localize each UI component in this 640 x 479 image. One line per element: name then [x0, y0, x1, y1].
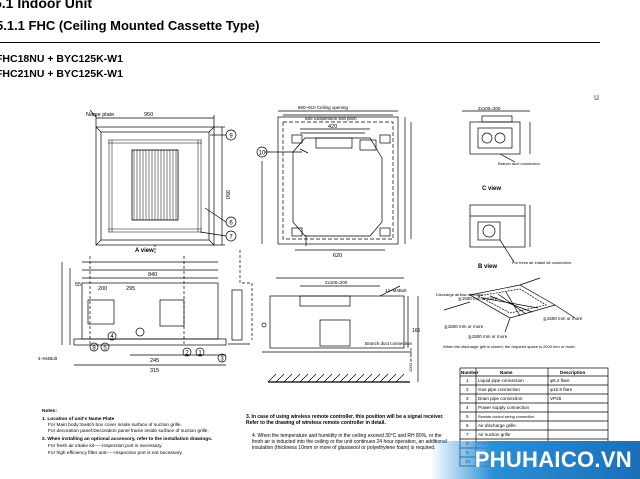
label-a-view: A view — [135, 248, 154, 254]
brand-text: PHUHAICO.VN — [474, 447, 632, 472]
dim-165: 165 — [412, 328, 421, 334]
brand-banner: PHUHAICO.VN — [430, 441, 640, 479]
model-line-1: FHC18NU + BYC125K-W1 — [0, 53, 123, 65]
dim-840: 840 — [148, 272, 157, 278]
table-row-3-num: 3 — [466, 396, 469, 401]
table-row-2-num: 2 — [466, 387, 469, 392]
table-header-name: Name — [500, 370, 513, 375]
note-3: 3. In case of using wireless remote cont… — [246, 414, 444, 426]
table-row-3-desc: VP25 — [550, 396, 562, 401]
label-c-view: C view — [482, 186, 501, 192]
callout-2: 2 — [185, 351, 189, 357]
dim-420-top: 420 — [328, 124, 337, 130]
label-b-view: B view — [478, 264, 497, 270]
callout-5: 5 — [103, 346, 107, 352]
callout-4: 4 — [110, 334, 114, 340]
note-4: 4. When the temperature and humidity in … — [252, 433, 447, 451]
callout-3: 3 — [220, 357, 224, 363]
label-space-1500-d: ≧1500 mm or more — [468, 334, 508, 339]
subsection-title: 5.1.1 FHC (Ceiling Mounted Cassette Type… — [0, 18, 260, 33]
note-1: 1. Location of unit's Name Plate — [42, 416, 115, 422]
label-branch-duct: Branch duct connection — [498, 161, 540, 166]
table-header-number: Number — [461, 370, 479, 375]
callout-10: 10 — [259, 151, 266, 157]
label-discharge-note: When the discharge grill is closed, the … — [443, 344, 576, 349]
note-2b: For high efficiency filter unit-----Insp… — [48, 450, 183, 456]
dim-front-height: 950 — [224, 190, 230, 199]
page-edge-mark: u — [594, 92, 600, 102]
table-row-7-num: 7 — [466, 432, 469, 437]
label-space-1500-c: ≧1500 mm or more — [444, 324, 484, 329]
table-row-2-name: Gas pipe connection — [478, 387, 520, 392]
table-row-7-name: Air suction grille — [478, 432, 511, 437]
dim-c-pitch: 2x100=200 — [478, 106, 501, 111]
dim-12-m4-bolt: 12~M4Bolt — [385, 288, 407, 293]
dim-top-width: 950 — [144, 112, 153, 118]
table-row-3-name: Drain pipe connection — [478, 396, 523, 401]
table-row-2-desc: φ15.9 flare — [550, 387, 573, 392]
note-1b: For decoration panel:Decoration panel fr… — [48, 428, 209, 434]
table-row-5-num: 5 — [466, 414, 469, 419]
callout-1: 1 — [198, 351, 202, 357]
table-row-1-num: 1 — [466, 378, 469, 383]
model-line-2: FHC21NU + BYC125K-W1 — [0, 68, 123, 80]
note-1a: For Main body:Switch box cover inside su… — [48, 422, 182, 428]
dim-55-front: 55 — [75, 282, 81, 288]
callout-8: 8 — [92, 346, 96, 352]
header-rule — [0, 42, 600, 43]
callout-9: 9 — [229, 134, 233, 140]
dim-200: 200 — [98, 286, 107, 292]
dim-2x100: 2x100=200 — [325, 280, 348, 285]
table-row-5-name: Remote control wiring connection — [478, 415, 534, 419]
label-name-plate: Name plate — [86, 112, 114, 118]
notes-title: Notes: — [42, 408, 57, 414]
table-row-6-num: 6 — [466, 423, 469, 428]
dim-4-m4-bolt: 4~M4Bolt — [38, 356, 58, 361]
dim-245: 245 — [150, 358, 159, 364]
label-fresh-air: For fresh air intake kit connection — [512, 260, 571, 265]
table-row-4-num: 4 — [466, 405, 469, 410]
table-row-4-name: Power supply connection — [478, 405, 530, 410]
label-space-1500-b: ≧1500 mm or more — [543, 316, 583, 321]
label-space-1500-a: ≧1500 mm or more — [458, 296, 498, 301]
table-row-6-name: Air discharge grille — [478, 423, 516, 428]
table-row-1-name: Liquid pipe connection — [478, 378, 524, 383]
note-2a: For fresh air intake kit-----Inspection … — [48, 443, 163, 449]
callout-6: 6 — [229, 221, 233, 227]
label-space-1000: 1000 or more — [408, 347, 413, 372]
label-branch-duct-side: Branch duct connection — [365, 341, 413, 346]
dim-315: 315 — [150, 368, 159, 374]
note-2: 2. When installing an optional accessory… — [42, 436, 212, 442]
callout-7: 7 — [229, 235, 233, 241]
table-row-1-desc: φ6.4 flare — [550, 378, 570, 383]
dim-ceiling-opening: 860~910 Ceiling opening — [298, 105, 348, 110]
dim-suspension-pitch: 680 Suspension bolt pitch — [305, 116, 357, 121]
table-header-description: Description — [560, 370, 585, 375]
section-title: 5.1 Indoor Unit — [0, 0, 92, 11]
label-airflow-dir: Discharge airflow direction — [436, 292, 483, 297]
dim-295: 295 — [126, 286, 135, 292]
dim-620: 620 — [333, 253, 342, 259]
